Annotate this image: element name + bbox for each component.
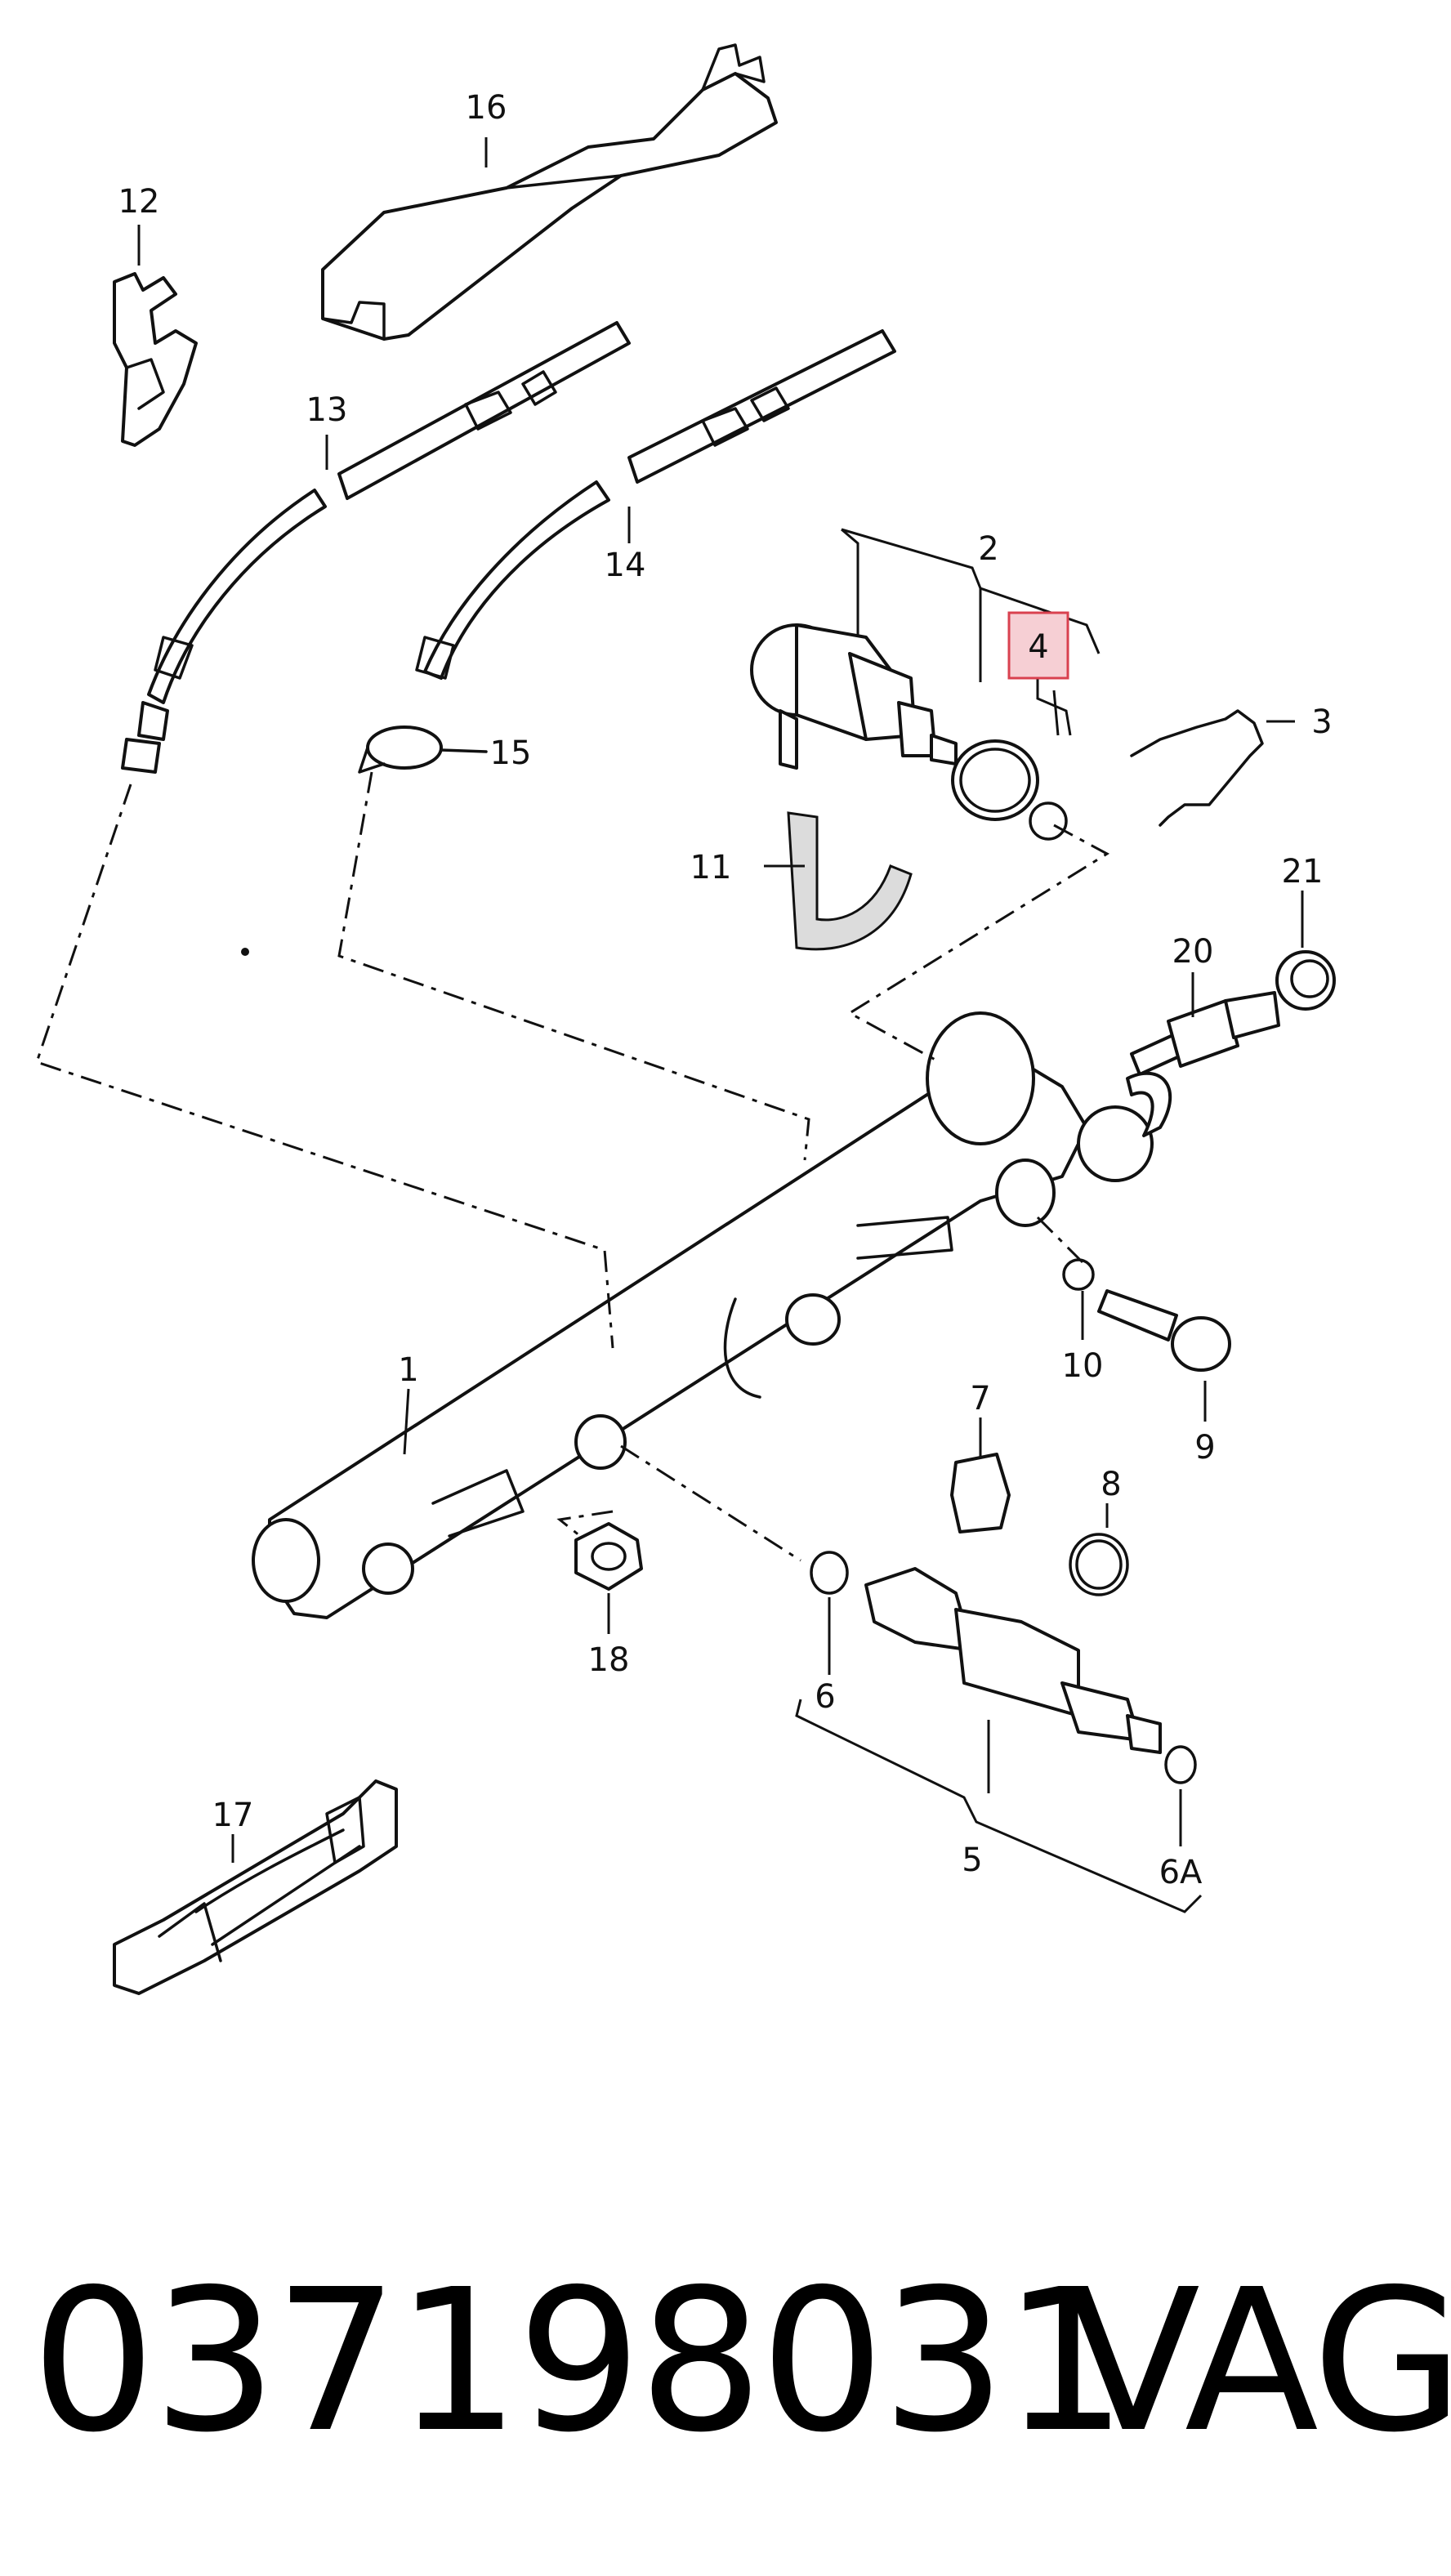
- callout-18: 18: [588, 1641, 630, 1679]
- callout-5: 5: [962, 1842, 982, 1879]
- callout-4: 4: [1028, 628, 1048, 666]
- part-4-o-ring-large: [951, 739, 1039, 821]
- part-1-fuel-rail: [252, 1011, 1172, 1619]
- part-number: 037198031: [31, 2247, 1127, 2476]
- part-20-test-valve: [1130, 991, 1280, 1076]
- callout-15: 15: [490, 734, 532, 772]
- footer: 037198031 VAG: [0, 2239, 1451, 2484]
- callout-11: 11: [690, 849, 732, 886]
- part-17-bracket: [113, 1779, 398, 1995]
- callout-12: 12: [118, 183, 160, 221]
- part-3-retaining-clip: [1130, 709, 1264, 827]
- leader-lines: [137, 137, 1304, 1913]
- callout-9: 9: [1194, 1429, 1215, 1467]
- brand-name: VAG: [1066, 2247, 1451, 2476]
- callout-20: 20: [1172, 933, 1214, 971]
- callout-17: 17: [212, 1797, 254, 1834]
- callout-1: 1: [398, 1351, 418, 1389]
- part-16-rail-cover: [321, 43, 778, 341]
- part-6-o-ring: [810, 1551, 849, 1595]
- part-11-vacuum-hose: [787, 811, 913, 951]
- part-7-clip: [950, 1453, 1011, 1534]
- callout-14: 14: [605, 547, 646, 584]
- part-5-injector: [864, 1567, 1162, 1754]
- fuel-rail-exploded-diagram: 16 12 13 14 2 4 3 15 11 21 20 1 10 9 7 8…: [35, 43, 1336, 1995]
- part-21-cap: [1275, 950, 1336, 1011]
- callout-labels: 16 12 13 14 2 4 3 15 11 21 20 1 10 9 7 8…: [118, 89, 1333, 1891]
- part-10-washer: [1062, 1258, 1095, 1291]
- callout-6: 6: [815, 1678, 835, 1716]
- callout-2: 2: [978, 530, 998, 568]
- callout-3: 3: [1311, 703, 1332, 741]
- part-13-hose: [121, 321, 631, 774]
- part-2-pressure-regulator: [750, 623, 958, 770]
- part-15-hose-clamp: [358, 725, 488, 774]
- part-12-clip: [113, 272, 198, 447]
- callout-4-highlight: [1007, 611, 1069, 680]
- part-6a-o-ring: [1164, 1745, 1197, 1784]
- callout-21: 21: [1282, 853, 1324, 891]
- part-18-nut: [574, 1522, 643, 1591]
- callout-6a: 6A: [1159, 1854, 1203, 1891]
- part-8-o-ring: [1069, 1533, 1129, 1596]
- callout-7: 7: [970, 1380, 990, 1417]
- stray-dot: [241, 948, 249, 956]
- part-14-hose: [415, 329, 896, 680]
- part-9-bolt: [1097, 1289, 1231, 1372]
- callout-10: 10: [1062, 1347, 1104, 1385]
- assembly-lines: [35, 771, 1109, 1562]
- callout-13: 13: [306, 391, 348, 429]
- callout-8: 8: [1101, 1466, 1121, 1503]
- callout-16: 16: [466, 89, 507, 127]
- part-o-ring-small: [1029, 801, 1068, 841]
